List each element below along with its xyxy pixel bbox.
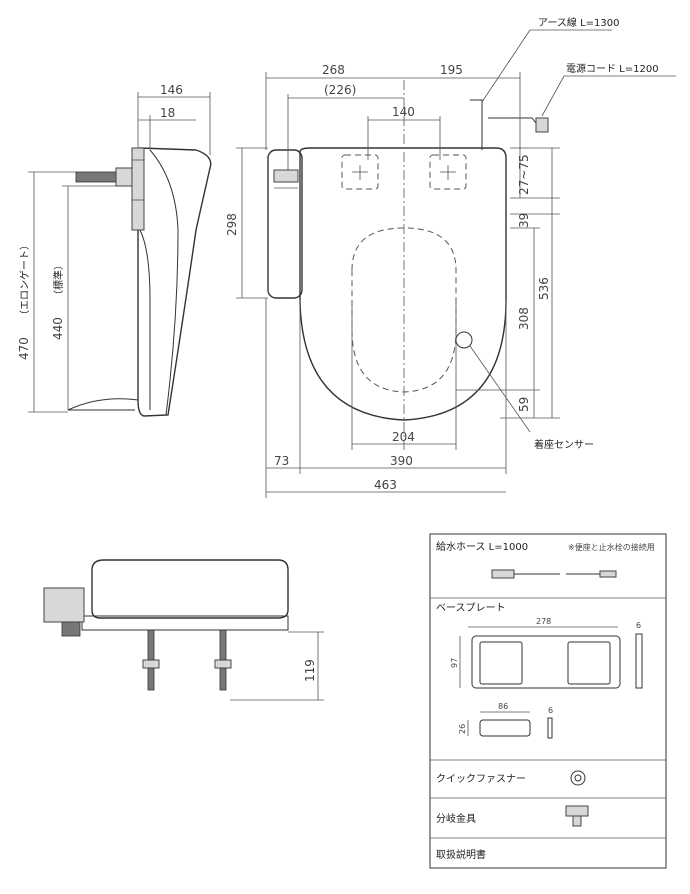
dim-27-75: 27~75: [517, 154, 531, 195]
label-branch-fitting: 分岐金具: [436, 812, 476, 825]
dim-bp-97: 97: [450, 658, 459, 668]
dim-226: (226): [324, 83, 356, 97]
dim-bp-278: 278: [536, 617, 551, 626]
top-view: 着座センサー アース線 L=1300 電源コード L=1200 268 195 …: [225, 16, 676, 498]
label-elongated: （エロンゲート）: [19, 240, 31, 320]
dim-59: 59: [517, 397, 531, 412]
label-hose-note: ※便座と止水栓の接続用: [568, 542, 655, 552]
label-manual: 取扱説明書: [436, 848, 486, 861]
dim-bp-6a: 6: [636, 621, 641, 630]
dim-298: 298: [225, 213, 239, 236]
label-quick-fastener: クイックファスナー: [436, 773, 526, 785]
front-view: 119: [43, 559, 324, 701]
dim-bp-26: 26: [458, 724, 467, 734]
dim-119: 119: [303, 659, 317, 682]
dim-18: 18: [160, 106, 175, 120]
dim-463: 463: [374, 478, 397, 492]
dim-39: 39: [517, 213, 531, 228]
label-earth-wire: アース線 L=1300: [538, 16, 619, 29]
side-view: 146 18 470 （エロンゲート） 440 （標準）: [17, 83, 212, 417]
accessories-table: 給水ホース L=1000 ※便座と止水栓の接続用 ベースプレート 278 97 …: [429, 533, 667, 869]
dim-536: 536: [537, 277, 551, 300]
dim-470: 470: [17, 337, 31, 360]
label-seat-sensor: 着座センサー: [534, 438, 594, 451]
dim-73: 73: [274, 454, 289, 468]
dim-204: 204: [392, 430, 415, 444]
dim-140: 140: [392, 105, 415, 119]
label-power-cord: 電源コード L=1200: [566, 62, 659, 75]
dim-308: 308: [517, 307, 531, 330]
dim-268: 268: [322, 63, 345, 77]
label-hose: 給水ホース L=1000: [436, 540, 528, 553]
label-base-plate: ベースプレート: [436, 602, 506, 614]
label-regular: （標準）: [52, 260, 65, 300]
dim-bp-86: 86: [498, 702, 508, 711]
dim-195: 195: [440, 63, 463, 77]
dim-bp-6b: 6: [548, 706, 553, 715]
dim-390: 390: [390, 454, 413, 468]
dim-146: 146: [160, 83, 183, 97]
dim-440: 440: [51, 317, 65, 340]
